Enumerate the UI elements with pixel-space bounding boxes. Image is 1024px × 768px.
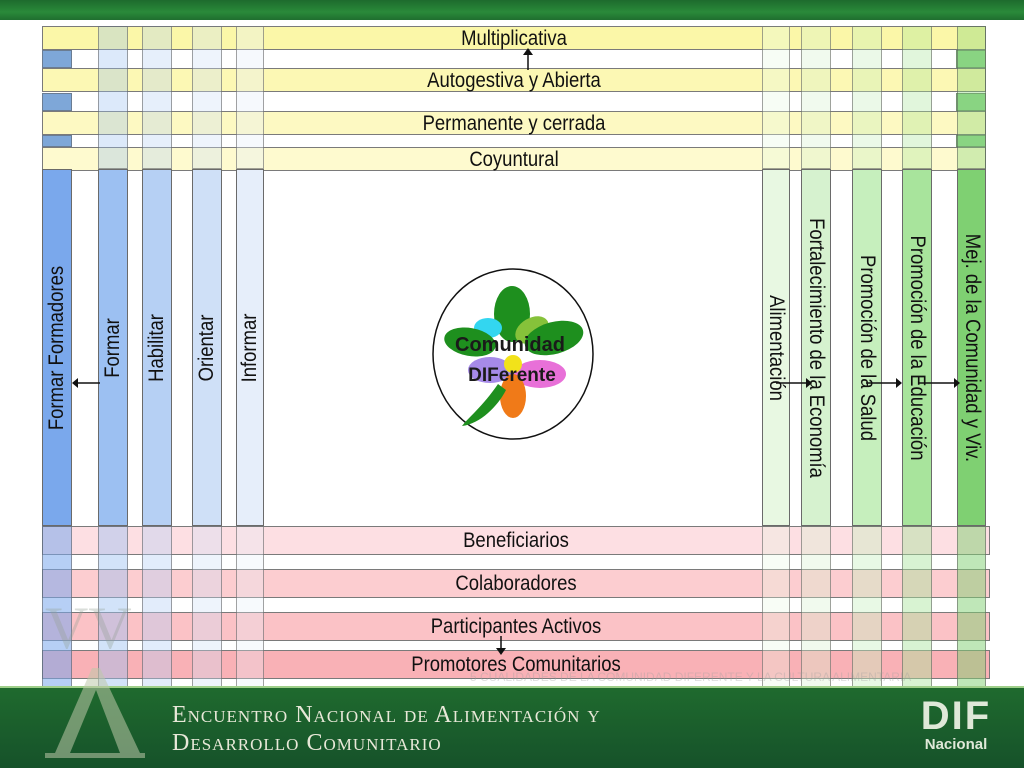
right-column-stubs: [762, 26, 986, 169]
lambda-logo-icon: VV: [45, 598, 145, 758]
bottom-grid-cells: [42, 526, 990, 688]
column-label: Fortalecimiento de la Economía: [805, 217, 828, 478]
comunidad-diferente-emblem: Comunidad DIFerente: [432, 268, 594, 440]
top-grid-gaps: [42, 50, 986, 147]
column-formar-formadores: Formar Formadores: [42, 169, 72, 526]
column-alimentacion: Alimentación: [762, 169, 790, 526]
emblem-text-line1: Comunidad: [455, 334, 565, 356]
top-green-bar: [0, 0, 1024, 20]
column-mejoramiento: Mej. de la Comunidad y Viv.: [957, 169, 986, 526]
column-formar: Formar: [98, 169, 128, 526]
dif-logo-text: DIF: [920, 694, 992, 738]
band-label: Multiplicativa: [461, 27, 567, 50]
footer-banner: VV Encuentro Nacional de Alimentación y …: [0, 598, 1024, 768]
column-label: Orientar: [195, 314, 218, 381]
column-promocion-educacion: Promoción de la Educación: [902, 169, 932, 526]
dif-logo-caption: Nacional: [924, 736, 988, 753]
dif-logo: DIF Nacional: [916, 696, 996, 754]
column-label: Informar: [238, 313, 261, 382]
column-label: Mej. de la Comunidad y Viv.: [960, 233, 984, 462]
band-label: Promotores Comunitarios: [411, 653, 621, 676]
column-label: Promoción de la Salud: [856, 254, 879, 441]
band-multiplicativa: Multiplicativa: [42, 26, 986, 50]
column-label: Habilitar: [145, 313, 168, 382]
arrow-down-icon: [496, 636, 506, 655]
column-informar: Informar: [236, 169, 264, 526]
footer-title-line1: Encuentro Nacional de Alimentación y: [172, 702, 601, 728]
band-label: Colaboradores: [455, 572, 577, 595]
column-fortalecimiento: Fortalecimiento de la Economía: [801, 169, 831, 526]
band-participantes: Participantes Activos: [42, 612, 990, 641]
watermark-text: 5 CUALIDADES DE LA COMUNIDAD DIFERENTE Y…: [470, 670, 912, 684]
arrow-up-icon: [523, 48, 533, 70]
band-coyuntural: Coyuntural: [42, 147, 986, 171]
column-label: Formar Formadores: [45, 265, 68, 430]
left-column-stubs: [72, 26, 264, 169]
emblem-text-line2: DIFerente: [468, 365, 556, 386]
column-promocion-salud: Promoción de la Salud: [852, 169, 882, 526]
column-orientar: Orientar: [192, 169, 222, 526]
svg-text:VV: VV: [45, 598, 132, 661]
footer-title-line2: Desarrollo Comunitario: [172, 730, 442, 756]
footer-divider: [0, 686, 1024, 689]
column-label: Formar: [101, 317, 124, 378]
column-label: Promoción de la Educación: [906, 235, 929, 460]
column-habilitar: Habilitar: [142, 169, 172, 526]
band-label: Participantes Activos: [430, 615, 602, 638]
arrow-right-icon: [918, 378, 960, 388]
arrow-left-icon: [72, 378, 100, 388]
band-label: Coyuntural: [469, 148, 559, 171]
band-beneficiarios: Beneficiarios: [42, 526, 990, 555]
band-label: Permanente y cerrada: [422, 112, 606, 135]
band-promotores: Promotores Comunitarios: [42, 650, 990, 679]
arrow-right-icon: [866, 378, 902, 388]
band-label: Beneficiarios: [463, 529, 569, 552]
band-colaboradores: Colaboradores: [42, 569, 990, 598]
band-permanente: Permanente y cerrada: [42, 111, 986, 135]
band-label: Autogestiva y Abierta: [427, 69, 601, 92]
arrow-right-icon: [776, 378, 812, 388]
band-autogestiva: Autogestiva y Abierta: [42, 68, 986, 92]
